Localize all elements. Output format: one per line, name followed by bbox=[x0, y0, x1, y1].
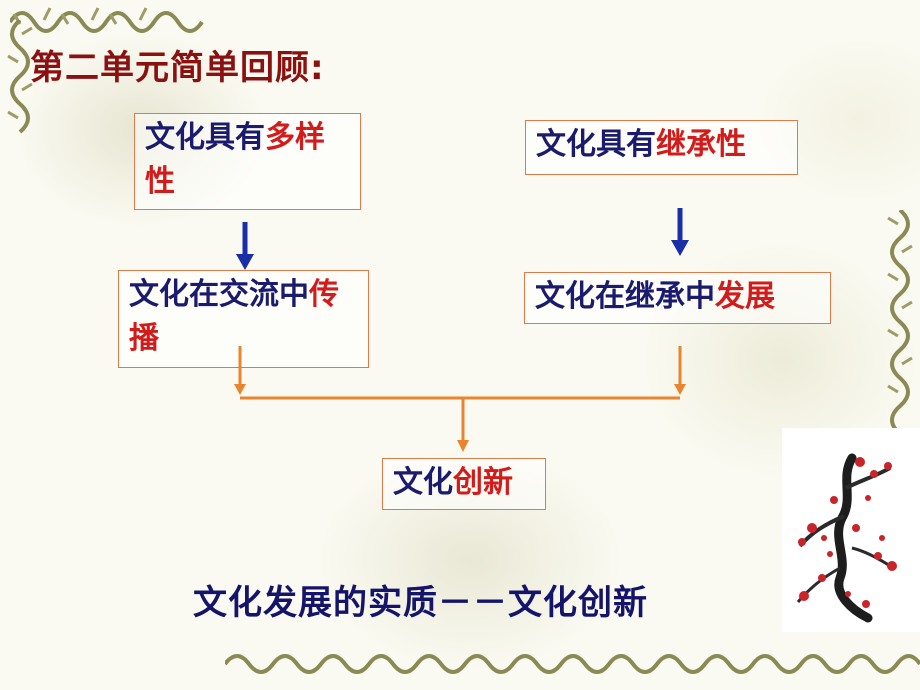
box-inheritance: 文化具有继承性 bbox=[525, 120, 798, 175]
blue-down-arrow-icon bbox=[671, 208, 689, 256]
box-inheritance-text: 文化具有 bbox=[536, 127, 656, 162]
vine-border-icon bbox=[7, 20, 33, 134]
orange-down-arrow-icon bbox=[234, 346, 246, 395]
orange-down-arrow-icon bbox=[457, 398, 469, 452]
box-diversity-highlight: 多样性 bbox=[145, 120, 325, 199]
box-diversity-text: 文化具有 bbox=[145, 120, 265, 155]
box-diversity: 文化具有多样性 bbox=[134, 113, 361, 210]
blue-down-arrow-icon bbox=[236, 222, 254, 270]
box-develop-text: 文化在继承中 bbox=[535, 279, 715, 314]
vine-border-icon bbox=[10, 7, 204, 33]
box-inheritance-highlight: 继承性 bbox=[656, 127, 746, 162]
orange-down-arrow-icon bbox=[674, 346, 686, 395]
box-innovation-highlight: 创新 bbox=[453, 465, 513, 500]
box-innovation: 文化创新 bbox=[382, 458, 546, 510]
plum-blossom-image bbox=[782, 428, 920, 632]
box-innovation-text: 文化 bbox=[393, 465, 453, 500]
summary-text: 文化发展的实质－－文化创新 bbox=[193, 583, 648, 623]
box-develop: 文化在继承中发展 bbox=[524, 272, 831, 324]
box-develop-highlight: 发展 bbox=[715, 279, 775, 314]
box-exchange-text: 文化在交流中 bbox=[129, 277, 309, 312]
box-exchange: 文化在交流中传播 bbox=[118, 270, 369, 368]
vine-border-icon bbox=[887, 210, 913, 436]
slide-title: 第二单元简单回顾: bbox=[30, 48, 325, 88]
vine-border-icon bbox=[225, 654, 920, 674]
box-exchange-highlight: 传播 bbox=[129, 277, 339, 356]
